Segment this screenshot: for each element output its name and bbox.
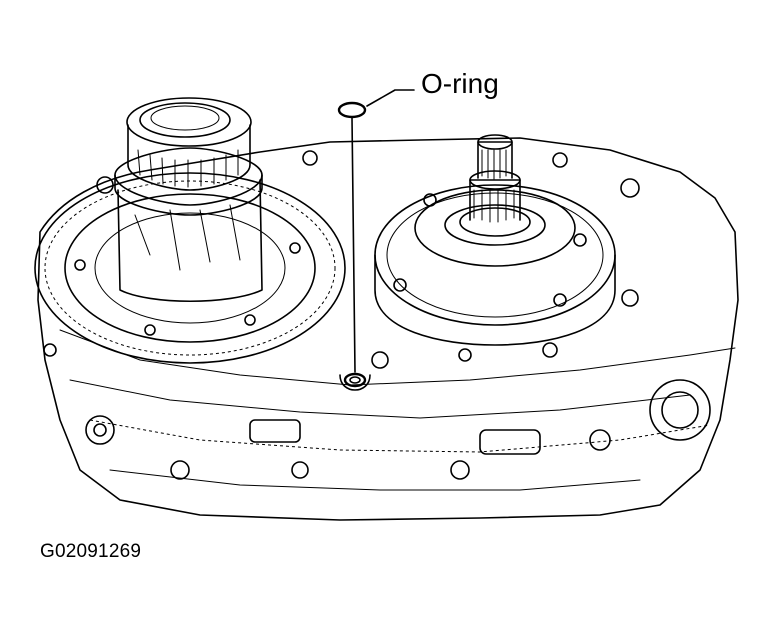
o-ring-callout [337,89,415,373]
o-ring-part [337,101,367,119]
transaxle-case [37,137,739,521]
installation-guide-line [351,117,356,373]
oil-passage [339,372,371,391]
oil-pump-assembly [374,184,616,346]
differential-ring-gear [34,172,346,364]
input-shaft [444,134,546,246]
o-ring-label: O-ring [421,68,499,99]
differential-bearing [114,97,263,302]
figure-id: G02091269 [40,541,142,562]
callout-leader-line [366,89,415,107]
